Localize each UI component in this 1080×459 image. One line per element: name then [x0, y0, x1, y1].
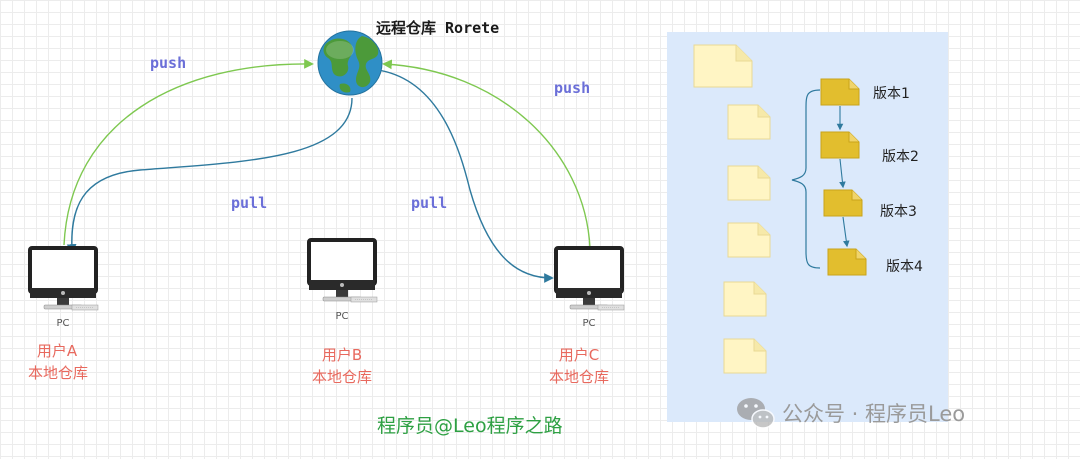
version-label-3: 版本3 [880, 204, 917, 220]
brace [791, 89, 821, 269]
file-icon-6 [723, 338, 767, 374]
pc-label-c: PC [582, 318, 595, 329]
user-name-b: 用户B [322, 346, 362, 364]
push-label-left: push [150, 54, 186, 72]
globe-icon [317, 30, 383, 96]
user-repo-b: 本地仓库 [312, 368, 372, 386]
version-file-icon-3 [823, 189, 863, 217]
remote-title: 远程仓库 Rorete [376, 19, 499, 37]
file-icon-4 [727, 222, 771, 258]
version-arrow-2 [839, 158, 846, 189]
user-name-c: 用户C [559, 346, 599, 364]
caption: 程序员@Leo程序之路 [377, 415, 563, 437]
file-icon-2 [727, 104, 771, 140]
version-label-1: 版本1 [873, 86, 910, 102]
pc-label-a: PC [56, 318, 69, 329]
user-repo-a: 本地仓库 [28, 364, 88, 382]
user-name-a: 用户A [37, 342, 78, 360]
pc-icon-c [554, 246, 626, 312]
pc-icon-a [28, 246, 100, 312]
pull-label-right: pull [411, 194, 447, 212]
version-file-icon-1 [820, 78, 860, 106]
pc-icon-b [307, 238, 379, 304]
pull-label-left: pull [231, 194, 267, 212]
push-arrow-c [382, 59, 591, 249]
version-label-4: 版本4 [886, 259, 923, 275]
push-arrow-a [63, 58, 314, 246]
pc-label-b: PC [335, 311, 348, 322]
pull-arrow-c [377, 69, 554, 283]
version-file-icon-4 [827, 248, 867, 276]
version-label-2: 版本2 [882, 149, 919, 165]
file-icon-5 [723, 281, 767, 317]
version-arrow-3 [842, 216, 850, 248]
push-label-right: push [554, 79, 590, 97]
file-icon-3 [727, 165, 771, 201]
watermark: 公众号 · 程序员Leo [782, 402, 965, 426]
pull-arrow-a [66, 97, 353, 254]
wechat-icon [737, 398, 775, 429]
user-repo-c: 本地仓库 [549, 368, 609, 386]
version-file-icon-2 [820, 131, 860, 159]
